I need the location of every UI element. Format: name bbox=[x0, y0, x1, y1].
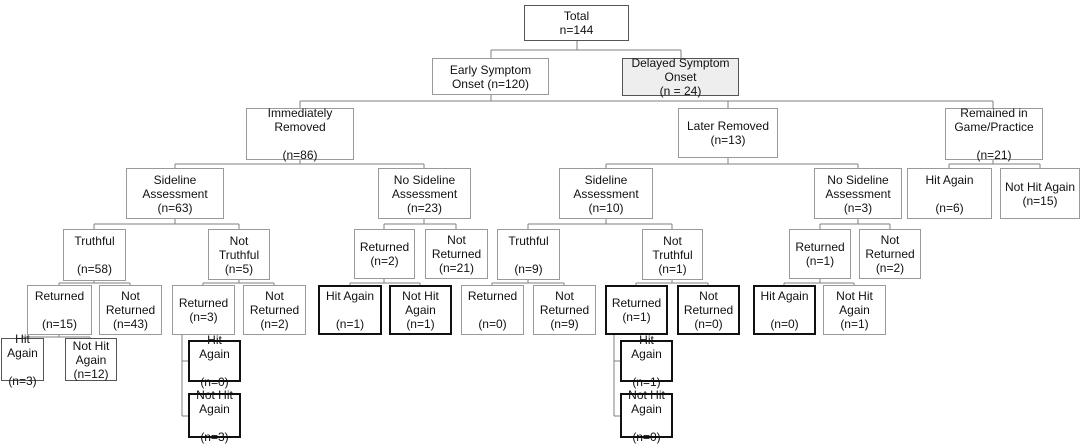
node-im-nsr-hit-again: Hit Again (n=1) bbox=[318, 285, 382, 335]
node-im-s-truthful: Truthful (n=58) bbox=[63, 229, 126, 281]
node-lr-s-not-truthful: Not Truthful (n=1) bbox=[642, 229, 703, 280]
node-immediately-removed: Immediately Removed (n=86) bbox=[246, 106, 354, 162]
node-delayed-symptom-onset: Delayed Symptom Onset (n = 24) bbox=[622, 56, 739, 98]
node-im-snt-not-returned: Not Returned (n=2) bbox=[243, 285, 306, 335]
node-lr-st-not-returned: Not Returned (n=9) bbox=[533, 285, 596, 335]
node-rm-not-hit-again: Not Hit Again (n=15) bbox=[1000, 168, 1080, 219]
node-im-str-hit-again: Hit Again (n=3) bbox=[1, 332, 44, 388]
node-lr-sntr-hit-again: Hit Again (n=1) bbox=[620, 333, 673, 389]
node-im-s-not-truthful: Not Truthful (n=5) bbox=[208, 229, 270, 280]
node-lr-nsr-hit-again: Hit Again (n=0) bbox=[753, 285, 816, 335]
node-im-st-returned: Returned (n=15) bbox=[27, 285, 92, 335]
node-lr-snt-returned: Returned (n=1) bbox=[605, 285, 668, 335]
node-im-sideline-assessment: Sideline Assessment (n=63) bbox=[126, 168, 224, 219]
node-im-no-sideline-assessment: No Sideline Assessment (n=23) bbox=[378, 168, 471, 219]
node-lr-ns-not-returned: Not Returned (n=2) bbox=[859, 229, 921, 279]
node-total: Total n=144 bbox=[524, 5, 629, 41]
node-lr-sntr-not-hit-again: Not Hit Again (n=0) bbox=[620, 388, 673, 444]
node-im-ns-returned: Returned (n=2) bbox=[354, 229, 415, 279]
node-im-ns-not-returned: Not Returned (n=21) bbox=[425, 229, 488, 279]
node-lr-nsr-not-hit-again: Not Hit Again (n=1) bbox=[823, 285, 886, 335]
node-lr-sideline-assessment: Sideline Assessment (n=10) bbox=[559, 168, 653, 219]
node-later-removed: Later Removed (n=13) bbox=[678, 108, 778, 158]
node-rm-hit-again: Hit Again (n=6) bbox=[907, 168, 992, 219]
node-lr-no-sideline-assessment: No Sideline Assessment (n=3) bbox=[814, 168, 902, 219]
node-im-sntr-not-hit-again: Not Hit Again (n=3) bbox=[188, 388, 241, 444]
node-im-st-not-returned: Not Returned (n=43) bbox=[99, 285, 162, 335]
node-lr-ns-returned: Returned (n=1) bbox=[789, 229, 851, 279]
node-im-nsr-not-hit-again: Not Hit Again (n=1) bbox=[389, 285, 452, 335]
node-im-snt-returned: Returned (n=3) bbox=[172, 285, 235, 335]
node-remained-in-game: Remained in Game/Practice (n=21) bbox=[945, 106, 1043, 162]
node-lr-snt-not-returned: Not Returned (n=0) bbox=[677, 285, 740, 335]
node-early-symptom-onset: Early Symptom Onset (n=120) bbox=[432, 58, 549, 95]
node-im-str-not-hit-again: Not Hit Again (n=12) bbox=[65, 338, 117, 381]
node-lr-st-returned: Returned (n=0) bbox=[461, 285, 524, 335]
node-im-sntr-hit-again: Hit Again (n=0) bbox=[188, 333, 241, 389]
node-lr-s-truthful: Truthful (n=9) bbox=[497, 229, 560, 280]
